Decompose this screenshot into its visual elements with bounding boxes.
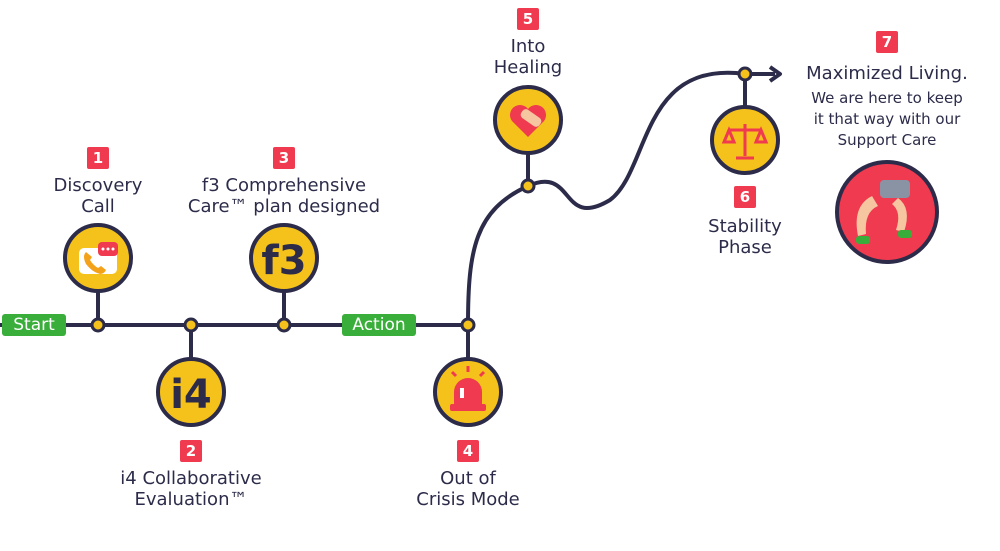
step-3-line2: Care™ plan designed xyxy=(187,196,381,217)
step-6-line1: Stability xyxy=(708,216,782,237)
step-5-label: Into Healing xyxy=(468,36,588,78)
step-2-line1: i4 Collaborative xyxy=(120,468,262,489)
joint-3 xyxy=(276,317,292,333)
step-7-sub1: We are here to keep xyxy=(811,89,963,107)
joint-1 xyxy=(90,317,106,333)
joint-4 xyxy=(460,317,476,333)
f3-icon: f3 xyxy=(261,238,306,284)
step-6-line2: Phase xyxy=(718,237,772,258)
step-7-label: Maximized Living. We are here to keep it… xyxy=(797,63,977,151)
step-2-line2: Evaluation™ xyxy=(134,489,248,510)
step-1-number: 1 xyxy=(87,147,109,169)
arrow-head-icon xyxy=(768,65,782,83)
node-3 xyxy=(249,223,319,293)
start-pill: Start xyxy=(2,314,66,336)
step-6-label: Stability Phase xyxy=(685,216,805,258)
step-1-line2: Call xyxy=(81,196,115,217)
step-4-number: 4 xyxy=(457,440,479,462)
step-5-number: 5 xyxy=(517,8,539,30)
heart-bandage-icon xyxy=(510,105,547,137)
step-3-line1: f3 Comprehensive xyxy=(201,175,367,196)
phone-chat-icon xyxy=(79,242,118,274)
step-5-line2: Healing xyxy=(493,57,563,78)
joint-6 xyxy=(737,66,753,82)
i4-icon: i4 xyxy=(170,372,212,418)
step-7-sub3: Support Care xyxy=(837,131,937,149)
step-1-line1: Discovery xyxy=(53,175,143,196)
step-4-label: Out of Crisis Mode xyxy=(398,468,538,510)
step-1-label: Discovery Call xyxy=(28,175,168,217)
step-2-label: i4 Collaborative Evaluation™ xyxy=(91,468,291,510)
running-legs-icon xyxy=(835,160,939,264)
siren-icon xyxy=(450,366,486,411)
step-4-line1: Out of xyxy=(440,468,496,489)
step-7-number: 7 xyxy=(876,31,898,53)
node-2 xyxy=(156,357,226,427)
step-4-line2: Crisis Mode xyxy=(416,489,520,510)
step-7-line1: Maximized Living. xyxy=(806,63,968,84)
step-3-number: 3 xyxy=(273,147,295,169)
joint-5 xyxy=(520,178,536,194)
timeline-curve xyxy=(466,70,775,326)
step-6-number: 6 xyxy=(734,186,756,208)
balance-scale-icon xyxy=(721,124,769,160)
step-5-line1: Into xyxy=(510,36,546,57)
step-3-label: f3 Comprehensive Care™ plan designed xyxy=(174,175,394,217)
step-2-number: 2 xyxy=(180,440,202,462)
action-pill: Action xyxy=(342,314,416,336)
joint-2 xyxy=(183,317,199,333)
step-7-sub2: it that way with our xyxy=(813,110,961,128)
